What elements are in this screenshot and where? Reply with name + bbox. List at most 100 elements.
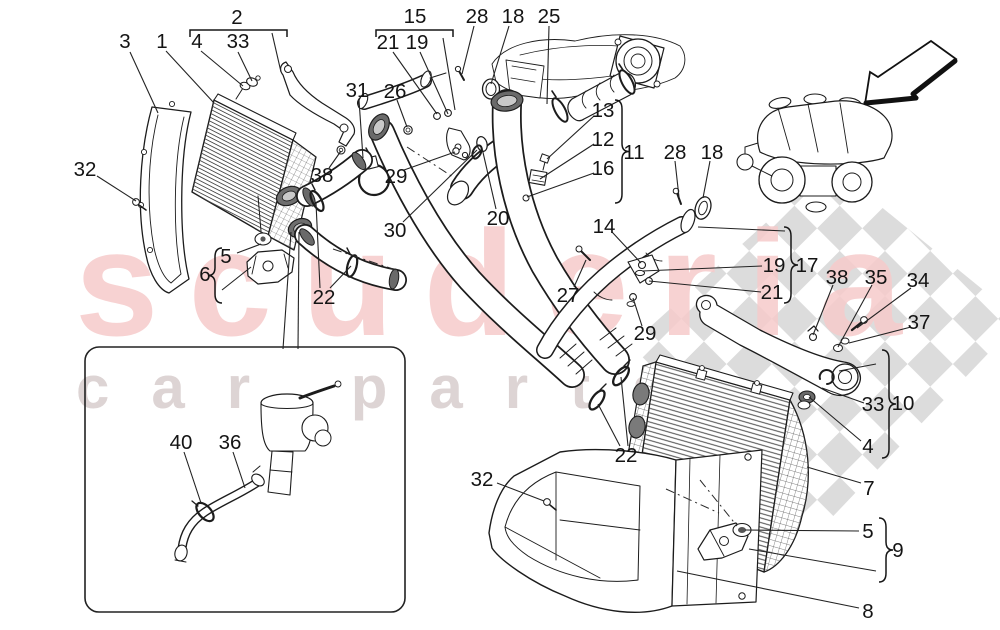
- callout-19: 19: [763, 254, 786, 277]
- group-brace: [783, 226, 799, 304]
- callout-15: 15: [404, 5, 427, 28]
- callout-13: 13: [592, 99, 615, 122]
- callout-5: 5: [220, 245, 231, 268]
- leader-line: [402, 149, 478, 223]
- leader-lines: [96, 25, 912, 609]
- callout-9: 9: [892, 539, 903, 562]
- callout-37: 37: [908, 311, 931, 334]
- callout-4: 4: [862, 435, 873, 458]
- leader-line: [744, 529, 860, 532]
- group-brace: [614, 99, 630, 204]
- grommet-5: [254, 232, 272, 246]
- group-brace: [375, 29, 454, 37]
- leader-line: [648, 280, 762, 293]
- callout-34: 34: [907, 269, 930, 292]
- leader-line: [328, 150, 342, 169]
- callout-21: 21: [761, 281, 784, 304]
- callout-22: 22: [615, 444, 638, 467]
- leader-line: [597, 403, 621, 447]
- callout-17: 17: [796, 254, 819, 277]
- leader-line: [546, 25, 550, 105]
- callout-32: 32: [74, 158, 97, 181]
- leader-line: [697, 226, 786, 232]
- bracket-6: [246, 249, 295, 285]
- support-arm-10: [695, 294, 861, 397]
- leader-line: [403, 151, 456, 171]
- callout-4: 4: [191, 30, 202, 53]
- group-brace: [207, 247, 223, 304]
- leader-line: [183, 451, 202, 504]
- callout-29: 29: [634, 322, 657, 345]
- callout-26: 26: [384, 80, 407, 103]
- leader-line: [221, 266, 252, 291]
- leader-line: [236, 243, 262, 254]
- sleeve-25: [551, 63, 636, 123]
- callout-14: 14: [593, 215, 616, 238]
- callout-35: 35: [865, 266, 888, 289]
- leader-line: [496, 482, 545, 502]
- turbocharger: [736, 93, 893, 213]
- callout-10: 10: [892, 392, 915, 415]
- leader-line: [461, 25, 475, 75]
- pipe-17: [536, 187, 712, 359]
- leader-line: [329, 265, 352, 289]
- callout-11: 11: [623, 141, 644, 164]
- callout-19: 19: [406, 31, 429, 54]
- callout-5: 5: [862, 520, 873, 543]
- leader-line: [481, 147, 497, 210]
- callout-29: 29: [385, 165, 408, 188]
- callout-20: 20: [487, 207, 510, 230]
- callout-25: 25: [538, 5, 561, 28]
- callout-33: 33: [862, 393, 885, 416]
- callout-28: 28: [664, 141, 687, 164]
- callout-22: 22: [313, 286, 336, 309]
- braces: [189, 29, 897, 583]
- air-duct-8: [488, 448, 763, 614]
- leader-line: [676, 570, 860, 609]
- callout-28: 28: [466, 5, 489, 28]
- leader-line: [674, 160, 680, 198]
- callout-7: 7: [863, 477, 874, 500]
- callout-1: 1: [156, 30, 167, 53]
- leader-line: [315, 202, 321, 289]
- leader-line: [396, 99, 408, 128]
- hardware-right: [797, 316, 868, 410]
- leader-line: [392, 51, 438, 115]
- group-brace: [881, 349, 897, 459]
- callout-33: 33: [227, 30, 250, 53]
- leader-line: [632, 297, 643, 327]
- group-brace: [189, 29, 288, 37]
- checkered-flag-watermark: [630, 165, 1000, 530]
- leader-line: [129, 51, 159, 114]
- leader-line: [821, 387, 865, 404]
- leader-line: [282, 231, 292, 350]
- callout-31: 31: [346, 79, 369, 102]
- leader-line: [546, 115, 595, 160]
- leader-line: [490, 25, 510, 85]
- callout-8: 8: [862, 600, 873, 623]
- leader-line: [442, 37, 456, 111]
- direction-arrow-icon: [863, 39, 958, 106]
- callout-38: 38: [826, 266, 849, 289]
- callout-27: 27: [557, 284, 580, 307]
- center-dash-line: [332, 248, 400, 272]
- leader-line: [200, 50, 244, 87]
- leader-line: [620, 376, 629, 447]
- callout-36: 36: [219, 431, 242, 454]
- callout-32: 32: [471, 468, 494, 491]
- leader-line: [702, 160, 711, 199]
- leader-line: [856, 287, 912, 329]
- pump-assembly: [174, 380, 342, 563]
- leader-line: [808, 396, 862, 442]
- callout-2: 2: [231, 6, 242, 29]
- leader-line: [232, 451, 246, 489]
- leader-line: [611, 231, 642, 264]
- callout-38: 38: [311, 164, 334, 187]
- leader-line: [297, 231, 300, 350]
- bracket-2: [280, 61, 356, 155]
- leader-line: [526, 172, 595, 198]
- leader-line: [812, 284, 834, 336]
